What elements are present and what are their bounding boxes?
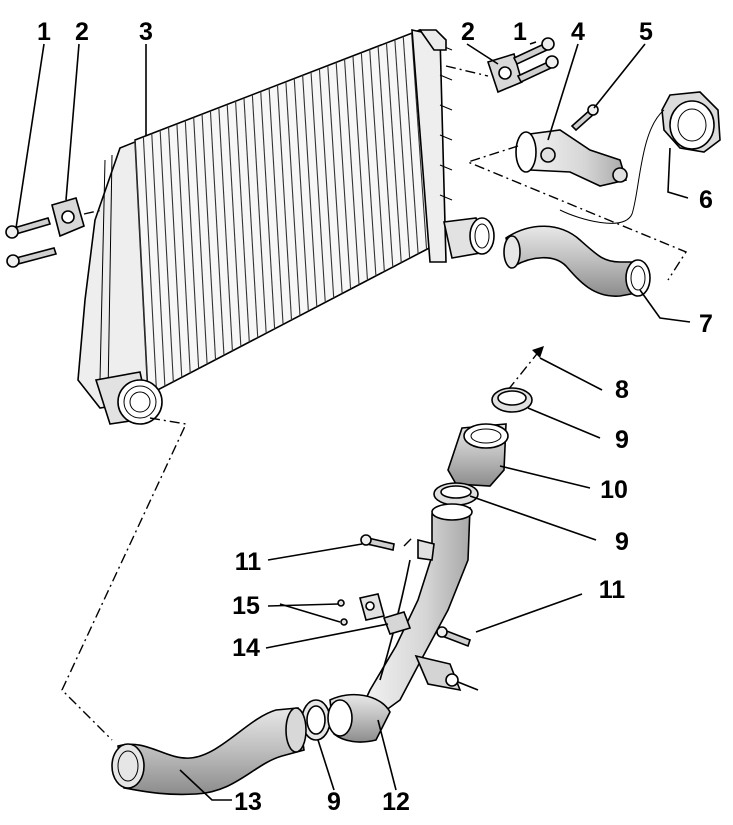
core-fin (268, 88, 284, 325)
intercooler-core-fins (134, 29, 436, 396)
callout-15: 15 (232, 592, 260, 620)
bolt-upper-center (360, 534, 395, 551)
dash-intercooler-to-lower-hose (61, 417, 188, 741)
callout-9-upper: 9 (615, 426, 629, 454)
callout-7: 7 (699, 310, 713, 338)
core-fin (218, 107, 233, 351)
core-fin (176, 123, 191, 373)
callout-3: 3 (139, 18, 153, 46)
right-bolt-lower (516, 55, 559, 84)
core-fin (335, 62, 352, 290)
core-fin (302, 75, 318, 307)
callout-10: 10 (600, 476, 628, 504)
core-fin (310, 72, 326, 303)
core-fin (369, 49, 385, 272)
bolt-lower-center (436, 626, 472, 648)
callout-2-right: 2 (461, 18, 475, 46)
callout-8: 8 (615, 376, 629, 404)
core-fin (260, 91, 276, 329)
left-bolt-lower (6, 247, 58, 268)
core-fin (142, 136, 157, 391)
callout-6: 6 (699, 186, 713, 214)
callout-11-right: 11 (599, 576, 626, 604)
core-fin (327, 65, 343, 294)
core-fin (293, 78, 309, 312)
callout-5: 5 (639, 18, 653, 46)
callout-9-lower: 9 (327, 788, 341, 816)
core-fin (394, 39, 411, 259)
upper-charge-pipe (515, 129, 628, 187)
callout-2-left: 2 (75, 18, 89, 46)
core-fin (134, 139, 149, 396)
core-fin (385, 42, 402, 263)
dash-pipe-to-hose (465, 145, 688, 281)
core-fin (276, 84, 293, 321)
core-fin (226, 104, 242, 347)
left-bolt-upper (5, 217, 52, 239)
callout-11-left: 11 (235, 548, 262, 576)
core-fin (193, 117, 208, 365)
core-fin (201, 114, 217, 360)
inlet-hose (111, 707, 307, 796)
core-fin (352, 55, 369, 281)
pipe-bolt (570, 104, 599, 132)
core-fin (167, 127, 183, 378)
callout-1-left: 1 (37, 18, 51, 46)
core-fin (285, 81, 301, 316)
core-fin (377, 46, 394, 268)
connecting-hose (447, 423, 509, 487)
intercooler (77, 28, 495, 425)
core-fin (402, 36, 419, 254)
core-fin (318, 68, 335, 298)
middle-clamp (433, 482, 479, 506)
core-fin (411, 33, 428, 250)
outlet-hose (503, 225, 651, 297)
core-fin (360, 52, 377, 276)
callout-4: 4 (571, 18, 585, 46)
lower-hose-coupler (327, 693, 391, 743)
core-fin (184, 120, 200, 369)
callout-9-middle: 9 (615, 528, 629, 556)
left-mount-bracket (51, 197, 103, 238)
upper-clamp (491, 387, 533, 413)
core-fin (151, 133, 166, 387)
core-fin (235, 101, 250, 343)
small-screws (337, 599, 348, 626)
callout-13: 13 (234, 788, 262, 816)
core-fin (344, 59, 360, 285)
right-mount-bracket (445, 52, 523, 94)
core-fin (209, 110, 225, 356)
callout-1-right: 1 (513, 18, 527, 46)
arrow-to-turbo (507, 349, 541, 391)
core-fin (159, 130, 174, 382)
core-fin (251, 94, 267, 334)
pipe-bracket (359, 593, 412, 635)
arrow-head (532, 346, 544, 358)
right-bolt-upper (512, 37, 555, 66)
turbo-connector (559, 91, 721, 224)
callout-labels: 1 2 3 2 1 4 5 6 7 8 9 10 9 11 11 15 14 1… (37, 18, 713, 816)
core-fin (243, 97, 259, 338)
leader-lines (15, 41, 691, 801)
callout-12: 12 (382, 788, 410, 816)
callout-14: 14 (232, 634, 260, 662)
